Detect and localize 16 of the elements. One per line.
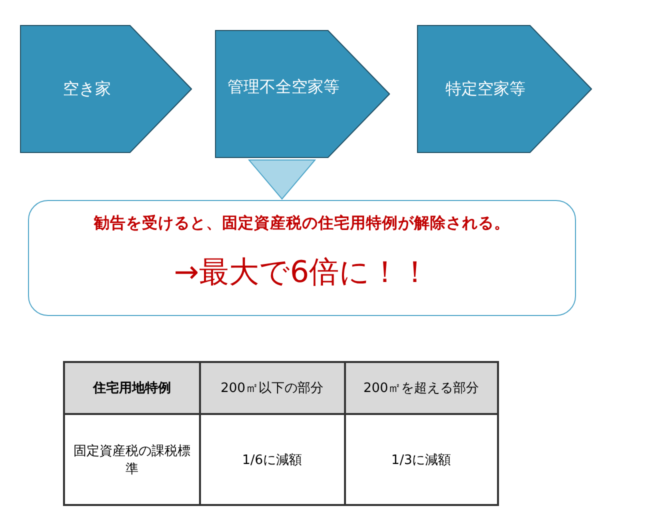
table-header-cell: 住宅用地特例 (64, 362, 200, 414)
pentagon-arrow-shape (417, 25, 592, 153)
callout-emphasis: →最大で6倍に！！ (174, 254, 430, 292)
stage-label: 管理不全空家等 (226, 76, 340, 98)
table-header-cell: 200㎡を超える部分 (344, 362, 498, 414)
triangle-arrow (248, 160, 316, 200)
table-header-cell: 200㎡以下の部分 (200, 362, 345, 414)
pentagon-arrow-shape (20, 25, 192, 153)
table-cell: 1/6に減額 (200, 414, 345, 505)
stage-label: 空き家 (62, 78, 112, 100)
callout-text: 勧告を受けると、固定資産税の住宅用特例が解除される。 (92, 213, 511, 234)
table-cell: 固定資産税の課税標準 (64, 414, 200, 505)
pentagon-arrow-shape (215, 30, 390, 158)
callout-box (28, 200, 576, 316)
stage-label: 特定空家等 (444, 78, 526, 100)
table-cell: 1/3に減額 (344, 414, 498, 505)
